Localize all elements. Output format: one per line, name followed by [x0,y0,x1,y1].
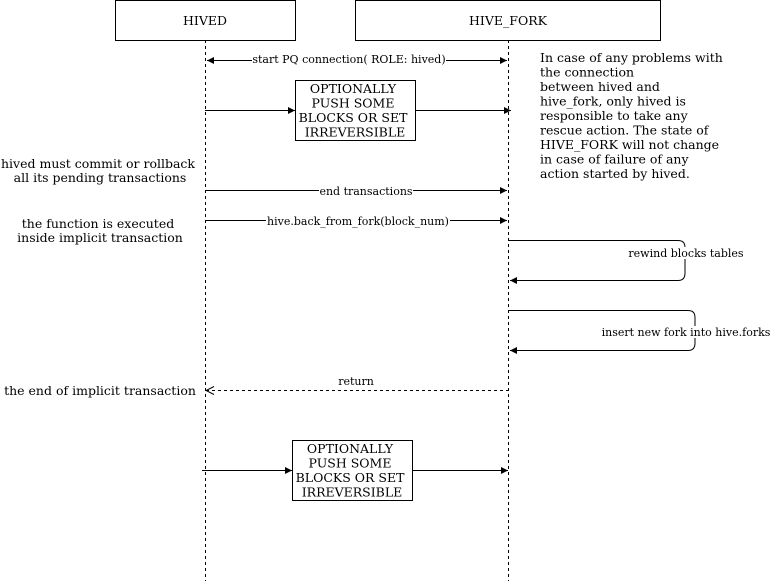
note-line: action started by hived. [540,166,690,181]
note-commit-rollback: hived must commit or rollback all its pe… [1,156,199,185]
optional-step-1-box [295,80,416,141]
lifeline-hived: HIVED [115,0,296,581]
self-message-rewind-arrow [508,240,686,284]
self-message-insert-fork-label: insert new fork into hive.forks [602,326,771,339]
note-line: In case of any problems with [540,50,723,65]
optional-step-2-line: PUSH SOME [309,456,392,471]
note-line: the connection [540,65,634,80]
optional-step-2-label: OPTIONALLY PUSH SOME BLOCKS OR SET IRREV… [296,441,409,500]
note-implicit-transaction: the function is executed inside implicit… [17,216,183,245]
message-end-transactions: end transactions [205,185,507,198]
note-connection-problems: In case of any problems with the connect… [540,50,727,181]
label-background [319,185,413,197]
optional-step-2: OPTIONALLY PUSH SOME BLOCKS OR SET IRREV… [202,440,508,501]
lifeline-hived-box [115,0,296,41]
note-line: all its pending transactions [14,170,187,185]
note-line: inside implicit transaction [17,230,183,245]
message-return-label: return [338,375,374,388]
self-message-rewind: rewind blocks tables [508,240,745,284]
note-line: responsible to take any [540,108,689,123]
lifeline-hive-fork: HIVE_FORK [355,0,661,581]
note-line: in case of failure of any [540,152,689,167]
message-end-transactions-label: end transactions [319,185,412,198]
note-line: between hived and [540,79,660,94]
note-line: hive_fork, only hived is [540,94,686,109]
message-return: return [206,375,508,391]
message-start-connection-label: start PQ connection( ROLE: hived) [252,53,445,66]
optional-step-1-line: PUSH SOME [312,96,395,111]
optional-step-1-line: IRREVERSIBLE [305,125,406,140]
lifeline-hive-fork-label: HIVE_FORK [469,13,548,28]
note-line: rescue action. The state of [540,123,710,138]
optional-step-2-line: IRREVERSIBLE [302,485,403,500]
self-message-rewind-label: rewind blocks tables [628,247,744,260]
label-background [252,53,446,66]
note-line: the end of implicit transaction [4,383,196,398]
message-back-from-fork: hive.back_from_fork(block_num) [205,214,507,228]
message-start-connection: start PQ connection( ROLE: hived) [207,53,507,66]
lifeline-hived-label: HIVED [183,13,227,28]
self-message-insert-fork: insert new fork into hive.forks [508,310,772,354]
message-back-from-fork-label: hive.back_from_fork(block_num) [267,215,449,228]
optional-step-2-line: OPTIONALLY [307,441,394,456]
note-line: hived must commit or rollback [1,156,195,171]
optional-step-1: OPTIONALLY PUSH SOME BLOCKS OR SET IRREV… [205,80,511,141]
label-background [627,247,745,259]
optional-step-2-box [292,440,413,501]
note-line: the function is executed [22,216,174,231]
optional-step-1-line: BLOCKS OR SET [299,110,408,125]
lifeline-hive-fork-box [355,0,661,41]
optional-step-1-line: OPTIONALLY [310,81,397,96]
label-background [266,214,450,226]
note-line: HIVE_FORK will not change [540,137,719,152]
label-background [599,326,772,338]
optional-step-2-line: BLOCKS OR SET [296,470,405,485]
optional-step-1-label: OPTIONALLY PUSH SOME BLOCKS OR SET IRREV… [299,81,412,140]
note-end-implicit: the end of implicit transaction [4,383,196,398]
